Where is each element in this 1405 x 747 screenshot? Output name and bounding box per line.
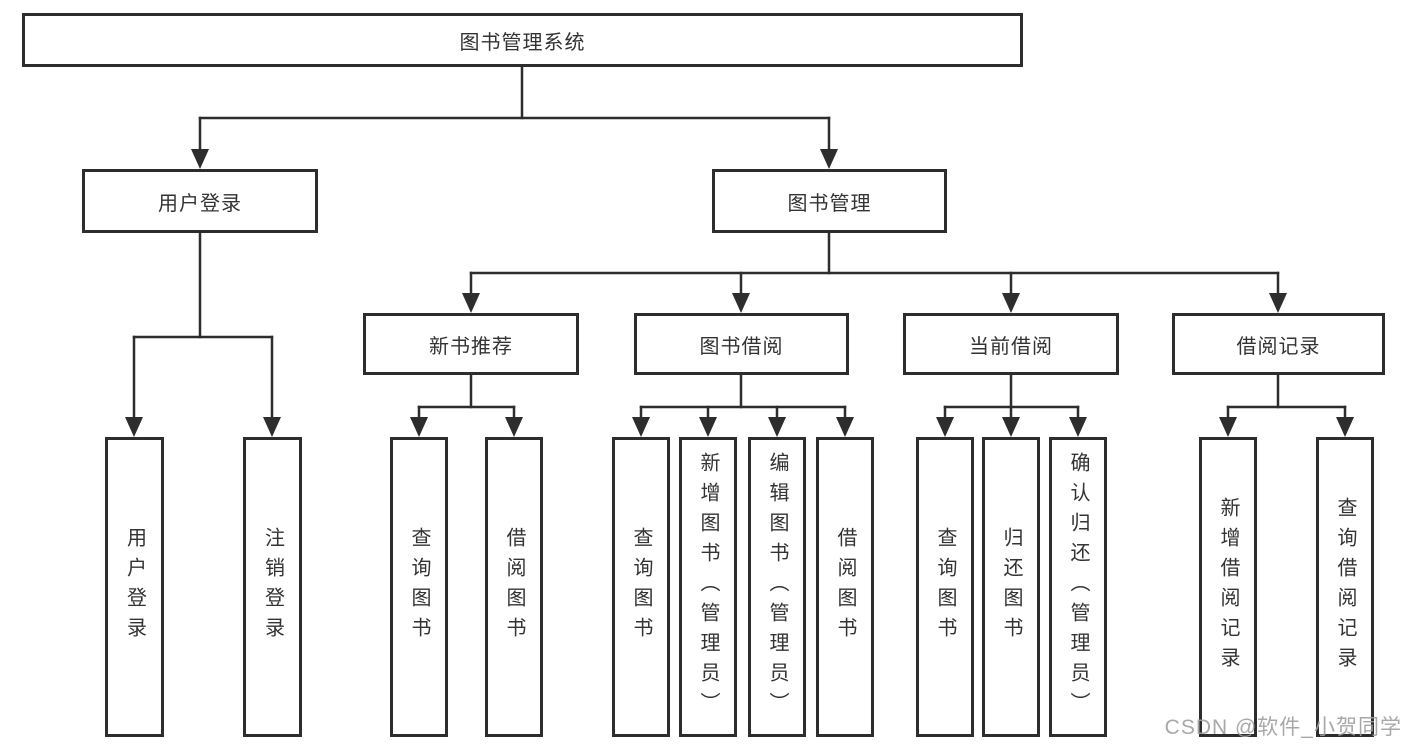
connector-user-login-children xyxy=(125,231,281,437)
leaf-query-borrow-record: 查询借阅记录 xyxy=(1316,437,1374,737)
node-new-book-recommend: 新书推荐 xyxy=(363,313,579,375)
leaf-add-borrow-record: 新增借阅记录 xyxy=(1199,437,1257,737)
connector-root-to-level2 xyxy=(191,65,838,169)
connector-new-books-children xyxy=(410,373,523,437)
node-library-management-system: 图书管理系统 xyxy=(22,13,1023,67)
leaf-query-books-3: 查询图书 xyxy=(916,437,974,737)
leaf-add-books-admin: 新增图书（管理员） xyxy=(679,437,737,737)
leaf-user-login: 用户登录 xyxy=(105,437,164,737)
node-user-login: 用户登录 xyxy=(82,169,318,233)
csdn-watermark: CSDN @软件_小贺同学 xyxy=(1164,716,1402,739)
leaf-borrow-books-2: 借阅图书 xyxy=(816,437,874,737)
leaf-return-books: 归还图书 xyxy=(982,437,1040,737)
leaf-query-books-1: 查询图书 xyxy=(390,437,448,737)
node-borrowing-records: 借阅记录 xyxy=(1172,313,1385,375)
connector-book-borrow-children xyxy=(632,373,854,437)
leaf-confirm-return-admin: 确认归还（管理员） xyxy=(1049,437,1107,737)
leaf-query-books-2: 查询图书 xyxy=(612,437,670,737)
connector-book-mgmt-children xyxy=(462,231,1287,313)
leaf-edit-books-admin: 编辑图书（管理员） xyxy=(748,437,806,737)
node-book-borrowing: 图书借阅 xyxy=(634,313,849,375)
leaf-logout: 注销登录 xyxy=(243,437,302,737)
connector-current-borrow-children xyxy=(936,373,1087,437)
node-book-management: 图书管理 xyxy=(712,169,947,233)
node-current-borrowing: 当前借阅 xyxy=(903,313,1119,375)
leaf-borrow-books-1: 借阅图书 xyxy=(485,437,543,737)
connector-borrow-records-children xyxy=(1219,373,1354,437)
